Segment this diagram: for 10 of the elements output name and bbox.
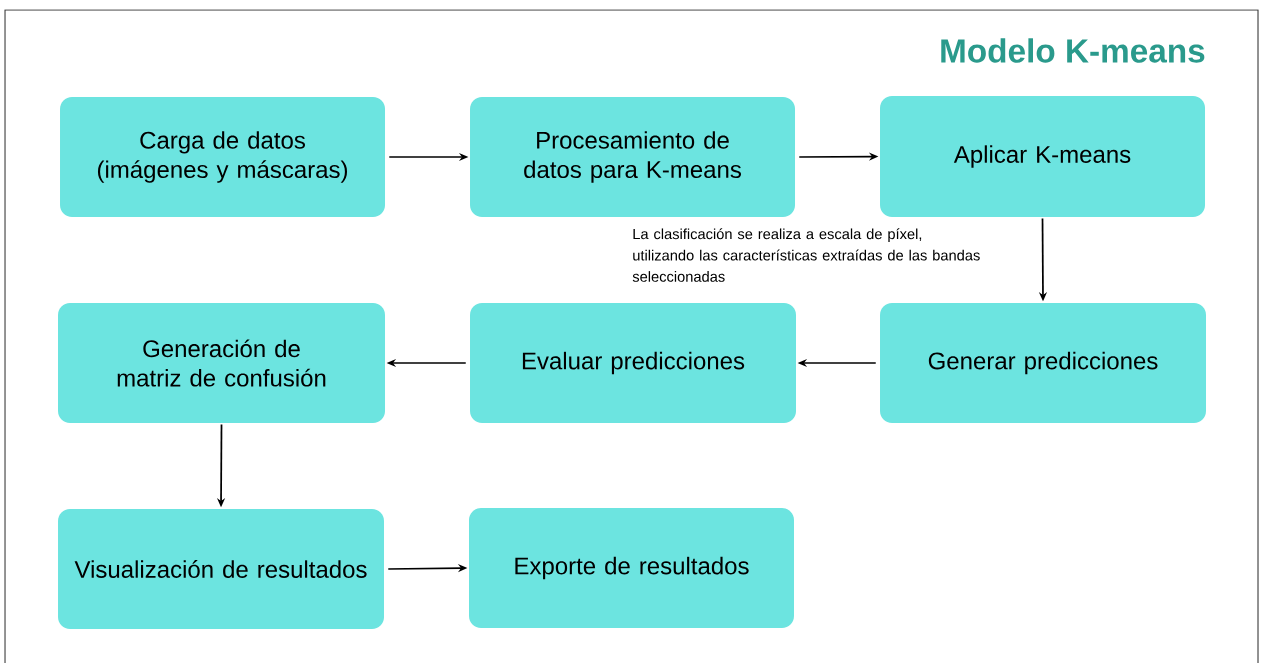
process-box: Generación de matriz de confusión [58,303,385,423]
process-box: Generar predicciones [880,303,1206,423]
process-box: Procesamiento de datos para K-means [470,97,795,217]
title: Modelo K-means [941,38,1205,63]
note-text: La clasificación se realiza a escala de píxel, utilizando las características extraídas de las bandas seleccionadas [632,228,980,282]
process-box: Carga de datos (imágenes y máscaras) [60,97,385,217]
process-box: Aplicar K-means [880,96,1205,217]
process-box: Exporte de resultados [469,508,794,628]
process-box: Evaluar predicciones [470,303,796,423]
process-box: Visualización de resultados [58,509,384,629]
